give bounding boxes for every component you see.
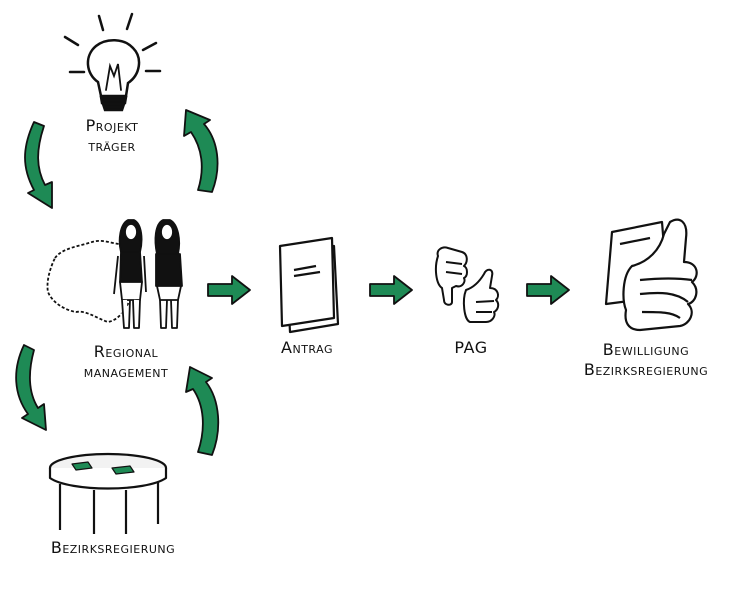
node-label-bezirksregierung: Bezirksregierung — [6, 538, 220, 558]
flow-arrows — [207, 275, 570, 305]
projekttraeger-line2: träger — [88, 136, 136, 155]
regional-line1: Regional — [93, 342, 159, 361]
bewilligung-line1: Bewilligung — [602, 340, 690, 359]
bewilligung-line2: Bezirksregierung — [583, 360, 709, 379]
projekttraeger-line1: Projekt — [85, 116, 139, 135]
node-label-bewilligung: Bewilligung Bezirksregierung — [548, 340, 744, 380]
lightbulb-icon — [63, 12, 162, 112]
round-table-icon — [48, 452, 168, 534]
thumbs-up-document-icon — [604, 218, 698, 332]
node-label-regional-management: Regional management — [66, 342, 186, 382]
document-icon — [278, 236, 340, 334]
node-label-projekttraeger: Projekt träger — [62, 116, 162, 156]
cycle-arrows — [15, 109, 220, 456]
regional-line2: management — [83, 362, 169, 381]
antrag-line1: Antrag — [281, 338, 333, 357]
bezirksregierung-line1: Bezirksregierung — [50, 538, 176, 557]
two-women-map-icon — [46, 219, 183, 329]
pag-line1: PAG — [454, 338, 488, 357]
node-label-pag: PAG — [436, 338, 506, 358]
node-label-antrag: Antrag — [262, 338, 352, 358]
thumbs-down-up-icon — [434, 246, 500, 323]
